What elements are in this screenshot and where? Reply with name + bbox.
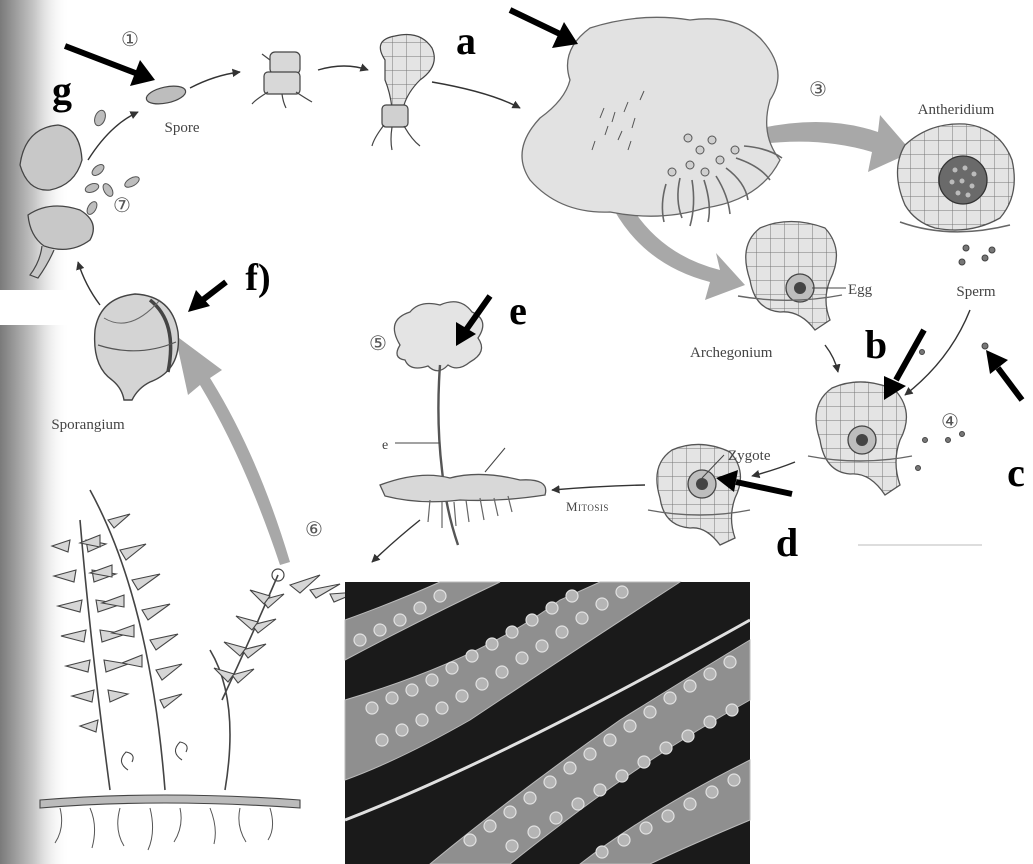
small-e-label: e bbox=[382, 438, 388, 453]
young-prothallus-illustration bbox=[372, 35, 434, 151]
label-e: e bbox=[509, 288, 527, 333]
sori-photograph bbox=[345, 582, 750, 864]
label-f: f) bbox=[245, 257, 270, 299]
label-g: g bbox=[52, 68, 72, 113]
pointer-arrow-b bbox=[884, 330, 924, 400]
sperm-label: Sperm bbox=[956, 284, 995, 300]
pointer-arrow-c bbox=[986, 350, 1022, 400]
step-6-number: ⑥ bbox=[305, 517, 323, 541]
label-c: c bbox=[1007, 450, 1025, 495]
sporangium-label: Sporangium bbox=[51, 417, 125, 433]
label-a: a bbox=[456, 18, 476, 63]
fertilization-archegonium-illustration bbox=[808, 382, 912, 495]
archegonium-label: Archegonium bbox=[690, 345, 773, 361]
spore-label: Spore bbox=[165, 120, 200, 136]
step-5-number: ⑤ bbox=[369, 331, 387, 355]
sporangium-illustration bbox=[95, 294, 179, 400]
egg-label: Egg bbox=[848, 282, 873, 298]
step-7-number: ⑦ bbox=[113, 193, 131, 217]
page-gap bbox=[0, 290, 70, 325]
mature-fern-illustration bbox=[40, 490, 376, 850]
label-d: d bbox=[776, 520, 798, 565]
sperm-illustration bbox=[916, 245, 996, 471]
mature-prothallus-illustration bbox=[522, 17, 782, 226]
step-1-number: ① bbox=[121, 27, 139, 51]
germinating-spore-illustration bbox=[252, 52, 312, 108]
step-3-number: ③ bbox=[809, 77, 827, 101]
pointer-arrow-spore bbox=[65, 46, 155, 86]
zygote-label: Zygote bbox=[728, 448, 771, 464]
pointer-arrow-a bbox=[510, 10, 578, 48]
archegonium-illustration bbox=[738, 222, 846, 331]
step-4-number: ④ bbox=[941, 409, 959, 433]
antheridium-illustration bbox=[898, 124, 1015, 232]
pointer-arrow-f bbox=[188, 282, 226, 312]
label-b: b bbox=[865, 322, 887, 367]
mitosis-label: Mitosis bbox=[566, 499, 609, 514]
spore-illustration bbox=[145, 83, 187, 107]
antheridium-label: Antheridium bbox=[918, 102, 995, 118]
